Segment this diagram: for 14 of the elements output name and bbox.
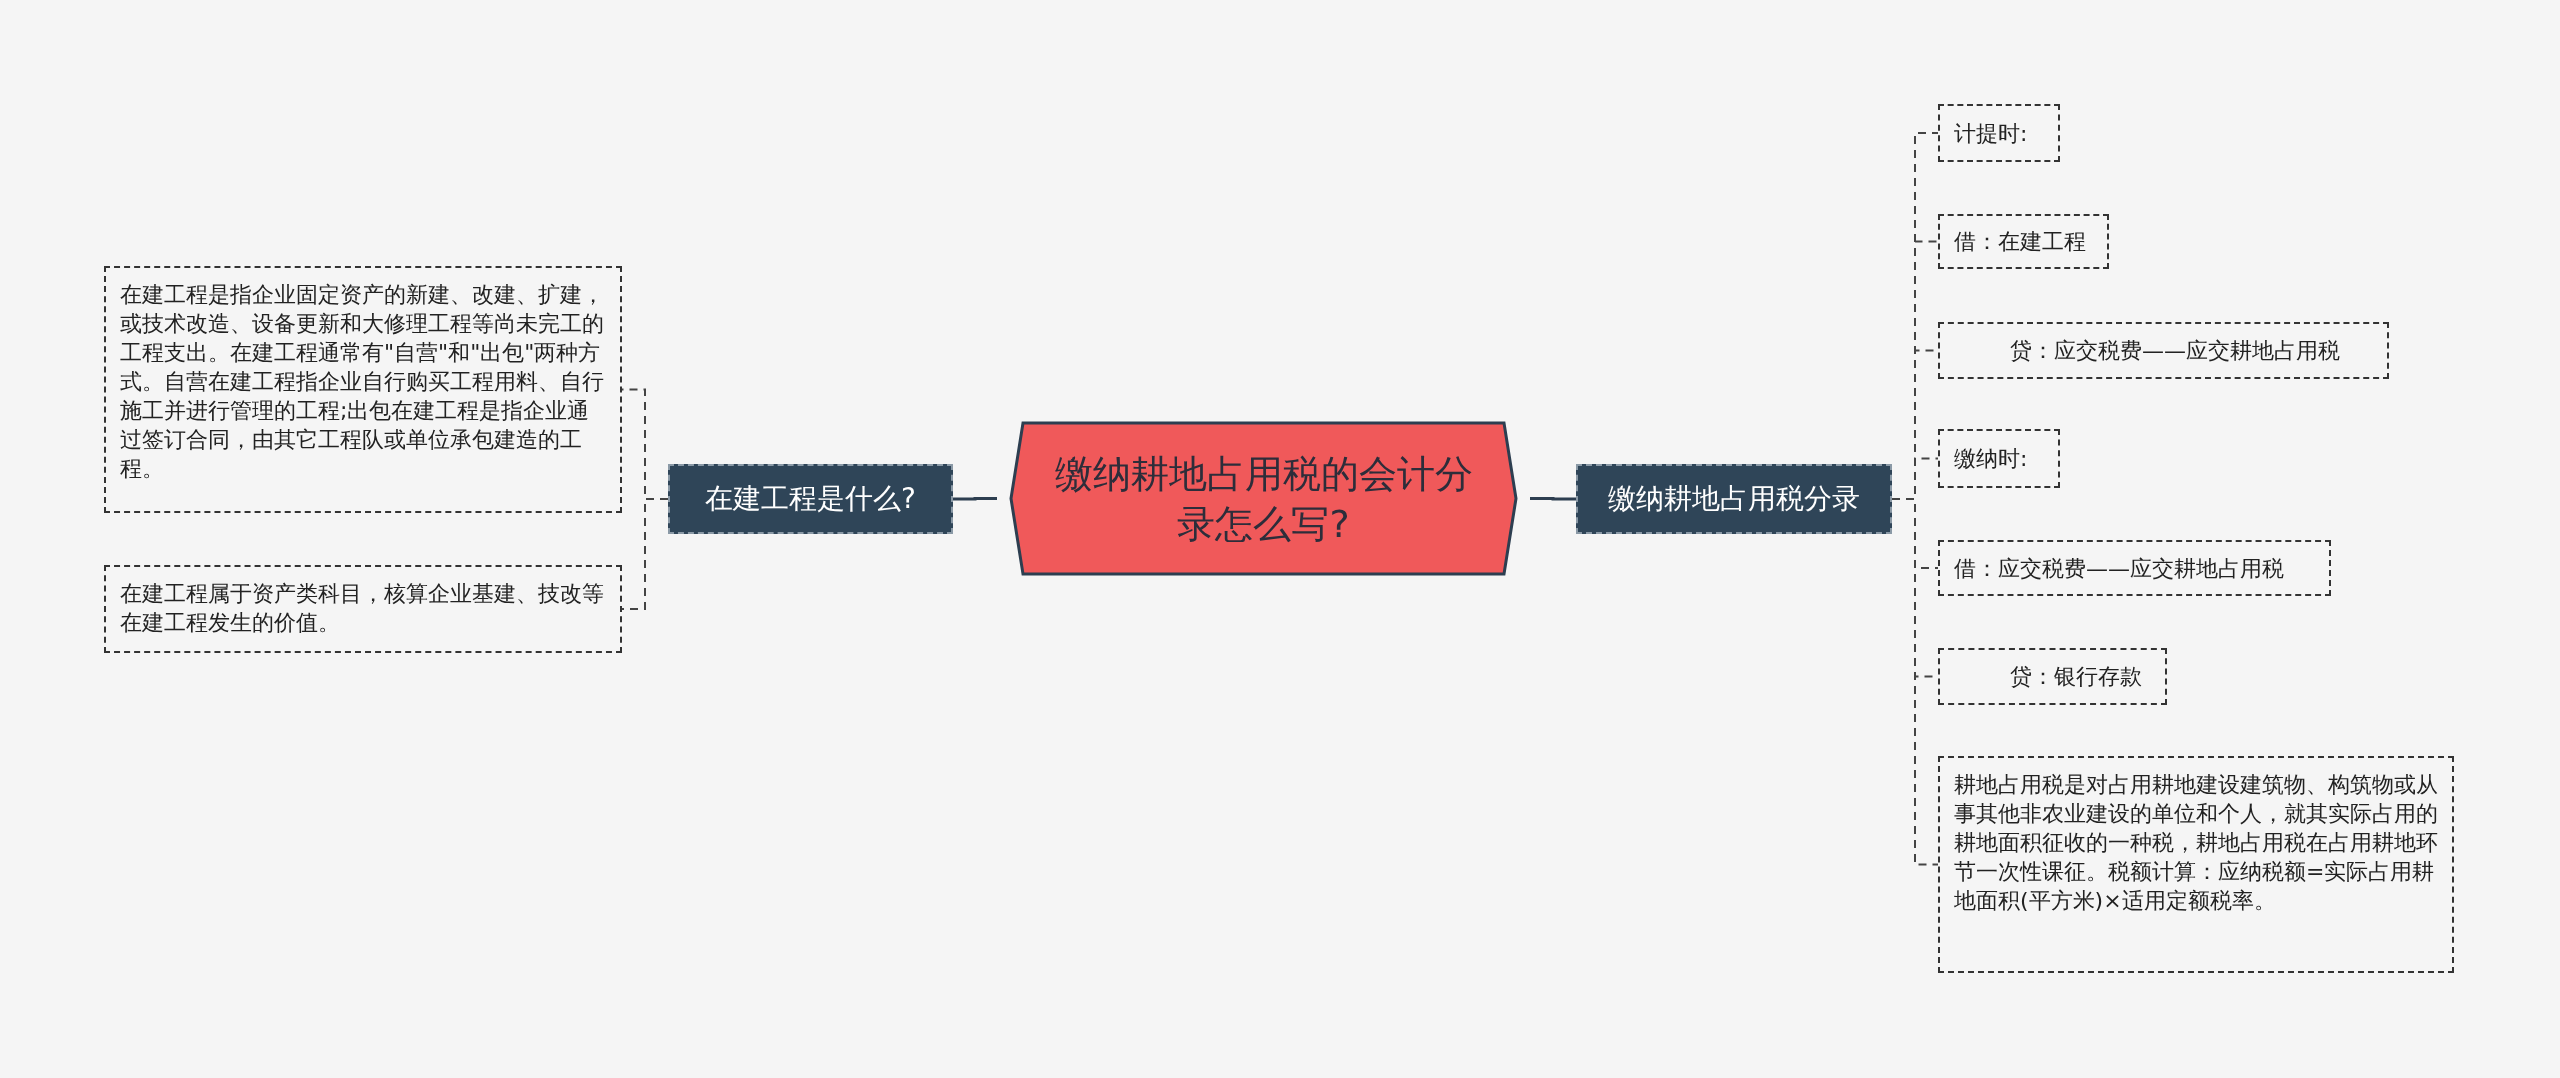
note-box: 借：在建工程 bbox=[1938, 214, 2109, 269]
note-box: 贷：应交税费——应交耕地占用税 bbox=[1938, 322, 2389, 379]
note-box: 在建工程是指企业固定资产的新建、改建、扩建，或技术改造、设备更新和大修理工程等尚未完工的工程支出。在建工程通常有"自营"和"出包"两种方式。自营在建工程指企业自行购买工程用料、自行施工并进行管理的工程;出包在建工程是指企业通过签订合同，由其它工程队或单位承包建造的工程。 bbox=[104, 266, 622, 513]
connector-line bbox=[621, 498, 669, 610]
connector-line bbox=[1530, 497, 1576, 501]
subtopic-box: 缴纳耕地占用税分录 bbox=[1576, 464, 1892, 534]
note-box: 耕地占用税是对占用耕地建设建筑物、构筑物或从事其他非农业建设的单位和个人，就其实际占用的耕地面积征收的一种税，耕地占用税在占用耕地环节一次性课征。税额计算：应纳税额=实际占用耕地面积(平方米)×适用定额税率。 bbox=[1938, 756, 2454, 973]
note-box: 借：应交税费——应交耕地占用税 bbox=[1938, 540, 2331, 596]
connector-line bbox=[953, 497, 997, 501]
subtopic-box: 在建工程是什么? bbox=[668, 464, 953, 534]
note-box: 缴纳时: bbox=[1938, 429, 2060, 488]
note-box: 计提时: bbox=[1938, 104, 2060, 162]
note-box: 在建工程属于资产类科目，核算企业基建、技改等在建工程发生的价值。 bbox=[104, 565, 622, 653]
note-box: 贷：银行存款 bbox=[1938, 648, 2167, 705]
